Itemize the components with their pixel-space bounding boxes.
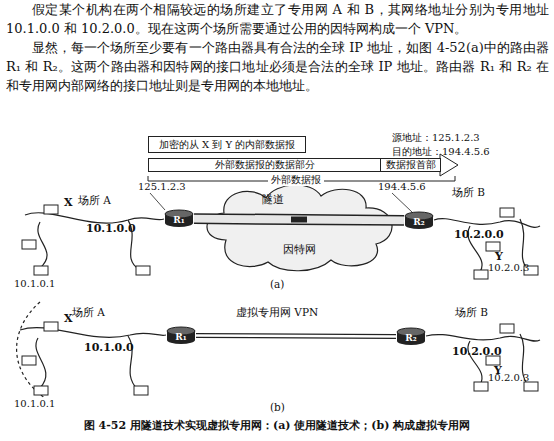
figure-label: 场所 A [72,306,105,319]
figure-caption: 图 4-52 用隧道技术实现虚拟专用网：(a) 使用隧道技术；(b) 构成虚拟专… [0,419,554,432]
inner-datagram-box: 加密的从 X 到 Y 的内部数据报 [148,136,306,153]
figure-label: 场所 B [455,306,488,319]
edge-label: 虚拟专用网 VPN [236,306,318,319]
network-wire [36,338,46,388]
computer-icon [44,322,58,331]
figure-label: (a) [270,278,284,291]
figure-label: 外部数据报 [268,174,324,186]
figure-label: 10.2.0.0 [452,345,502,358]
figure-label: 源地址：125.1.2.3 [392,132,480,144]
vpn-link [196,335,396,337]
figure-label: 10.1.0.1 [14,278,55,290]
computer-icon [34,266,48,275]
body-paragraph: 假定某个机构在两个相隔较远的场所建立了专用网 A 和 B，其网络地址分别为专用地… [6,0,549,38]
computer-icon [500,208,514,217]
cloud-outline [196,180,402,272]
router: R₁ [164,209,194,228]
figure-label: 10.2.0.0 [454,228,504,241]
figure-label: 场所 B [452,186,485,199]
body-paragraph: 显然，每一个场所至少要有一个路由器具有合法的全球 IP 地址，如图 4-52(a… [6,38,549,95]
router-name: R₂ [404,217,434,227]
router: R₂ [404,211,434,230]
packet [291,217,307,223]
figure-label: X [64,312,73,325]
cloud-text: 因特网 [196,242,402,257]
computer-icon [22,356,36,365]
figure-label: 目的地址：194.4.5.6 [392,146,490,158]
box-text: 数据报首部 [386,158,436,172]
router-name: R₁ [164,215,194,225]
figure-label: (b) [270,401,285,414]
edge-label: 隧道 [262,193,284,206]
computer-icon [34,386,48,395]
tunnel [194,217,404,223]
cloud-outline [207,185,392,271]
computer-icon [136,266,150,275]
figure-label: 194.4.5.6 [378,181,426,193]
router: R₂ [396,327,426,346]
header-box: 数据报首部 [380,158,441,172]
router: R₁ [166,326,196,345]
site-boundary [17,302,45,398]
box-text: 外部数据报的数据部分 [215,158,315,172]
network-wire [20,328,166,338]
figure-label: Y [495,250,503,263]
computer-icon [474,382,488,391]
figure-label: 10.1.0.1 [14,398,55,410]
figure-label: 10.1.0.0 [86,222,136,235]
figure-label: X [64,196,73,209]
computer-icon [524,382,538,391]
network-wire [434,219,540,228]
vpn-line [196,333,396,339]
computer-icon [474,270,488,279]
computer-icon [134,386,148,395]
data-part-box: 外部数据报的数据部分 [148,158,381,172]
computer-icon [486,242,500,251]
router-name: R₁ [166,332,196,342]
network-wire [38,222,47,268]
internet-cloud: 因特网 [196,180,402,272]
router-name: R₂ [396,333,426,343]
figure-label: 125.1.2.3 [138,181,186,193]
datagram-arrowhead [440,154,458,176]
computer-icon [44,205,58,214]
computer-icon [500,324,514,333]
box-text: 加密的从 X 到 Y 的内部数据报 [159,138,295,152]
figure-label: 场所 A [78,194,111,207]
figure-label: 10.2.0.3 [488,372,529,384]
figure-label: 10.1.0.0 [84,341,134,354]
figure-label: 10.2.0.3 [488,262,529,274]
vpn-line [196,334,396,337]
computer-icon [22,240,36,249]
